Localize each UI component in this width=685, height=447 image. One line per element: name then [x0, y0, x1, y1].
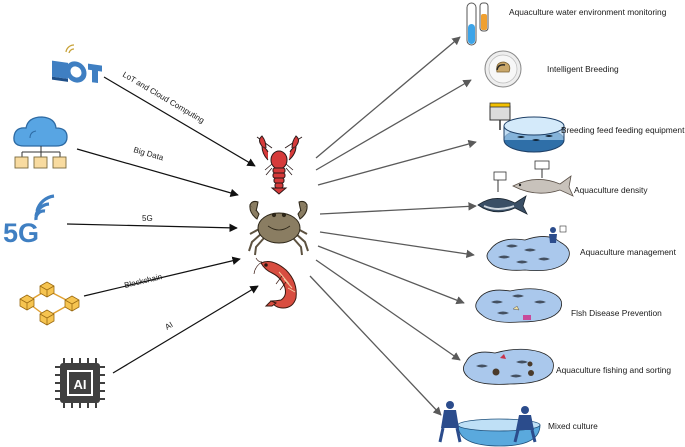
- 5g-icon: 5G: [3, 194, 55, 248]
- iot-icon: [52, 44, 102, 84]
- arrow-out-2: [315, 79, 472, 171]
- app-label-1: Aquaculture water environment monitoring: [509, 7, 667, 17]
- arrow-out-8: [309, 275, 442, 416]
- petri-dish-icon: [484, 50, 522, 88]
- app-label-2: Intelligent Breeding: [547, 64, 619, 74]
- ai-chip-icon: AI: [55, 358, 105, 408]
- arrow-blockchain: [83, 256, 241, 297]
- app-label-7: Aquaculture fishing and sorting: [556, 365, 671, 375]
- pond-disease-icon: [475, 288, 563, 323]
- test-tube-icon: [466, 2, 489, 46]
- label-big-data: Big Data: [132, 145, 165, 162]
- svg-text:AI: AI: [74, 377, 87, 392]
- label-ai: AI: [163, 320, 174, 332]
- pond-management-icon: [486, 225, 570, 272]
- pond-sorting-icon: [463, 348, 554, 385]
- arrow-out-7: [315, 259, 461, 361]
- app-label-3: Breeding feed feeding equipment: [561, 125, 685, 135]
- crab-icon: [248, 200, 309, 256]
- arrow-out-3: [317, 139, 477, 186]
- fish-density-icon: [477, 160, 574, 215]
- app-label-5: Aquaculture management: [580, 247, 677, 257]
- arrow-out-5: [319, 231, 475, 259]
- input-arrows: [66, 76, 259, 374]
- arrow-out-4: [319, 202, 477, 215]
- feeder-tank-icon: [489, 102, 565, 153]
- arrow-out-6: [317, 245, 465, 305]
- cloud-network-icon: [13, 116, 68, 169]
- arrow-5g: [66, 223, 238, 233]
- label-blockchain: Blockchain: [123, 272, 163, 290]
- arrow-ai: [112, 285, 259, 374]
- app-label-4: Aquaculture density: [574, 185, 648, 195]
- label-5g: 5G: [142, 214, 153, 223]
- svg-text:5G: 5G: [3, 218, 39, 248]
- label-iot: LoT and Cloud Computing: [121, 70, 206, 125]
- app-label-8: Mixed culture: [548, 421, 598, 431]
- blockchain-icon: [19, 281, 80, 326]
- mixed-culture-icon: [438, 401, 541, 447]
- arrow-big-data: [76, 148, 239, 197]
- arrow-iot: [103, 76, 256, 167]
- shrimp-icon: [253, 257, 297, 309]
- output-arrows: [309, 36, 477, 416]
- arrow-out-1: [315, 36, 461, 159]
- app-label-6: Flsh Disease Prevention: [571, 308, 662, 318]
- lobster-icon: [256, 135, 303, 195]
